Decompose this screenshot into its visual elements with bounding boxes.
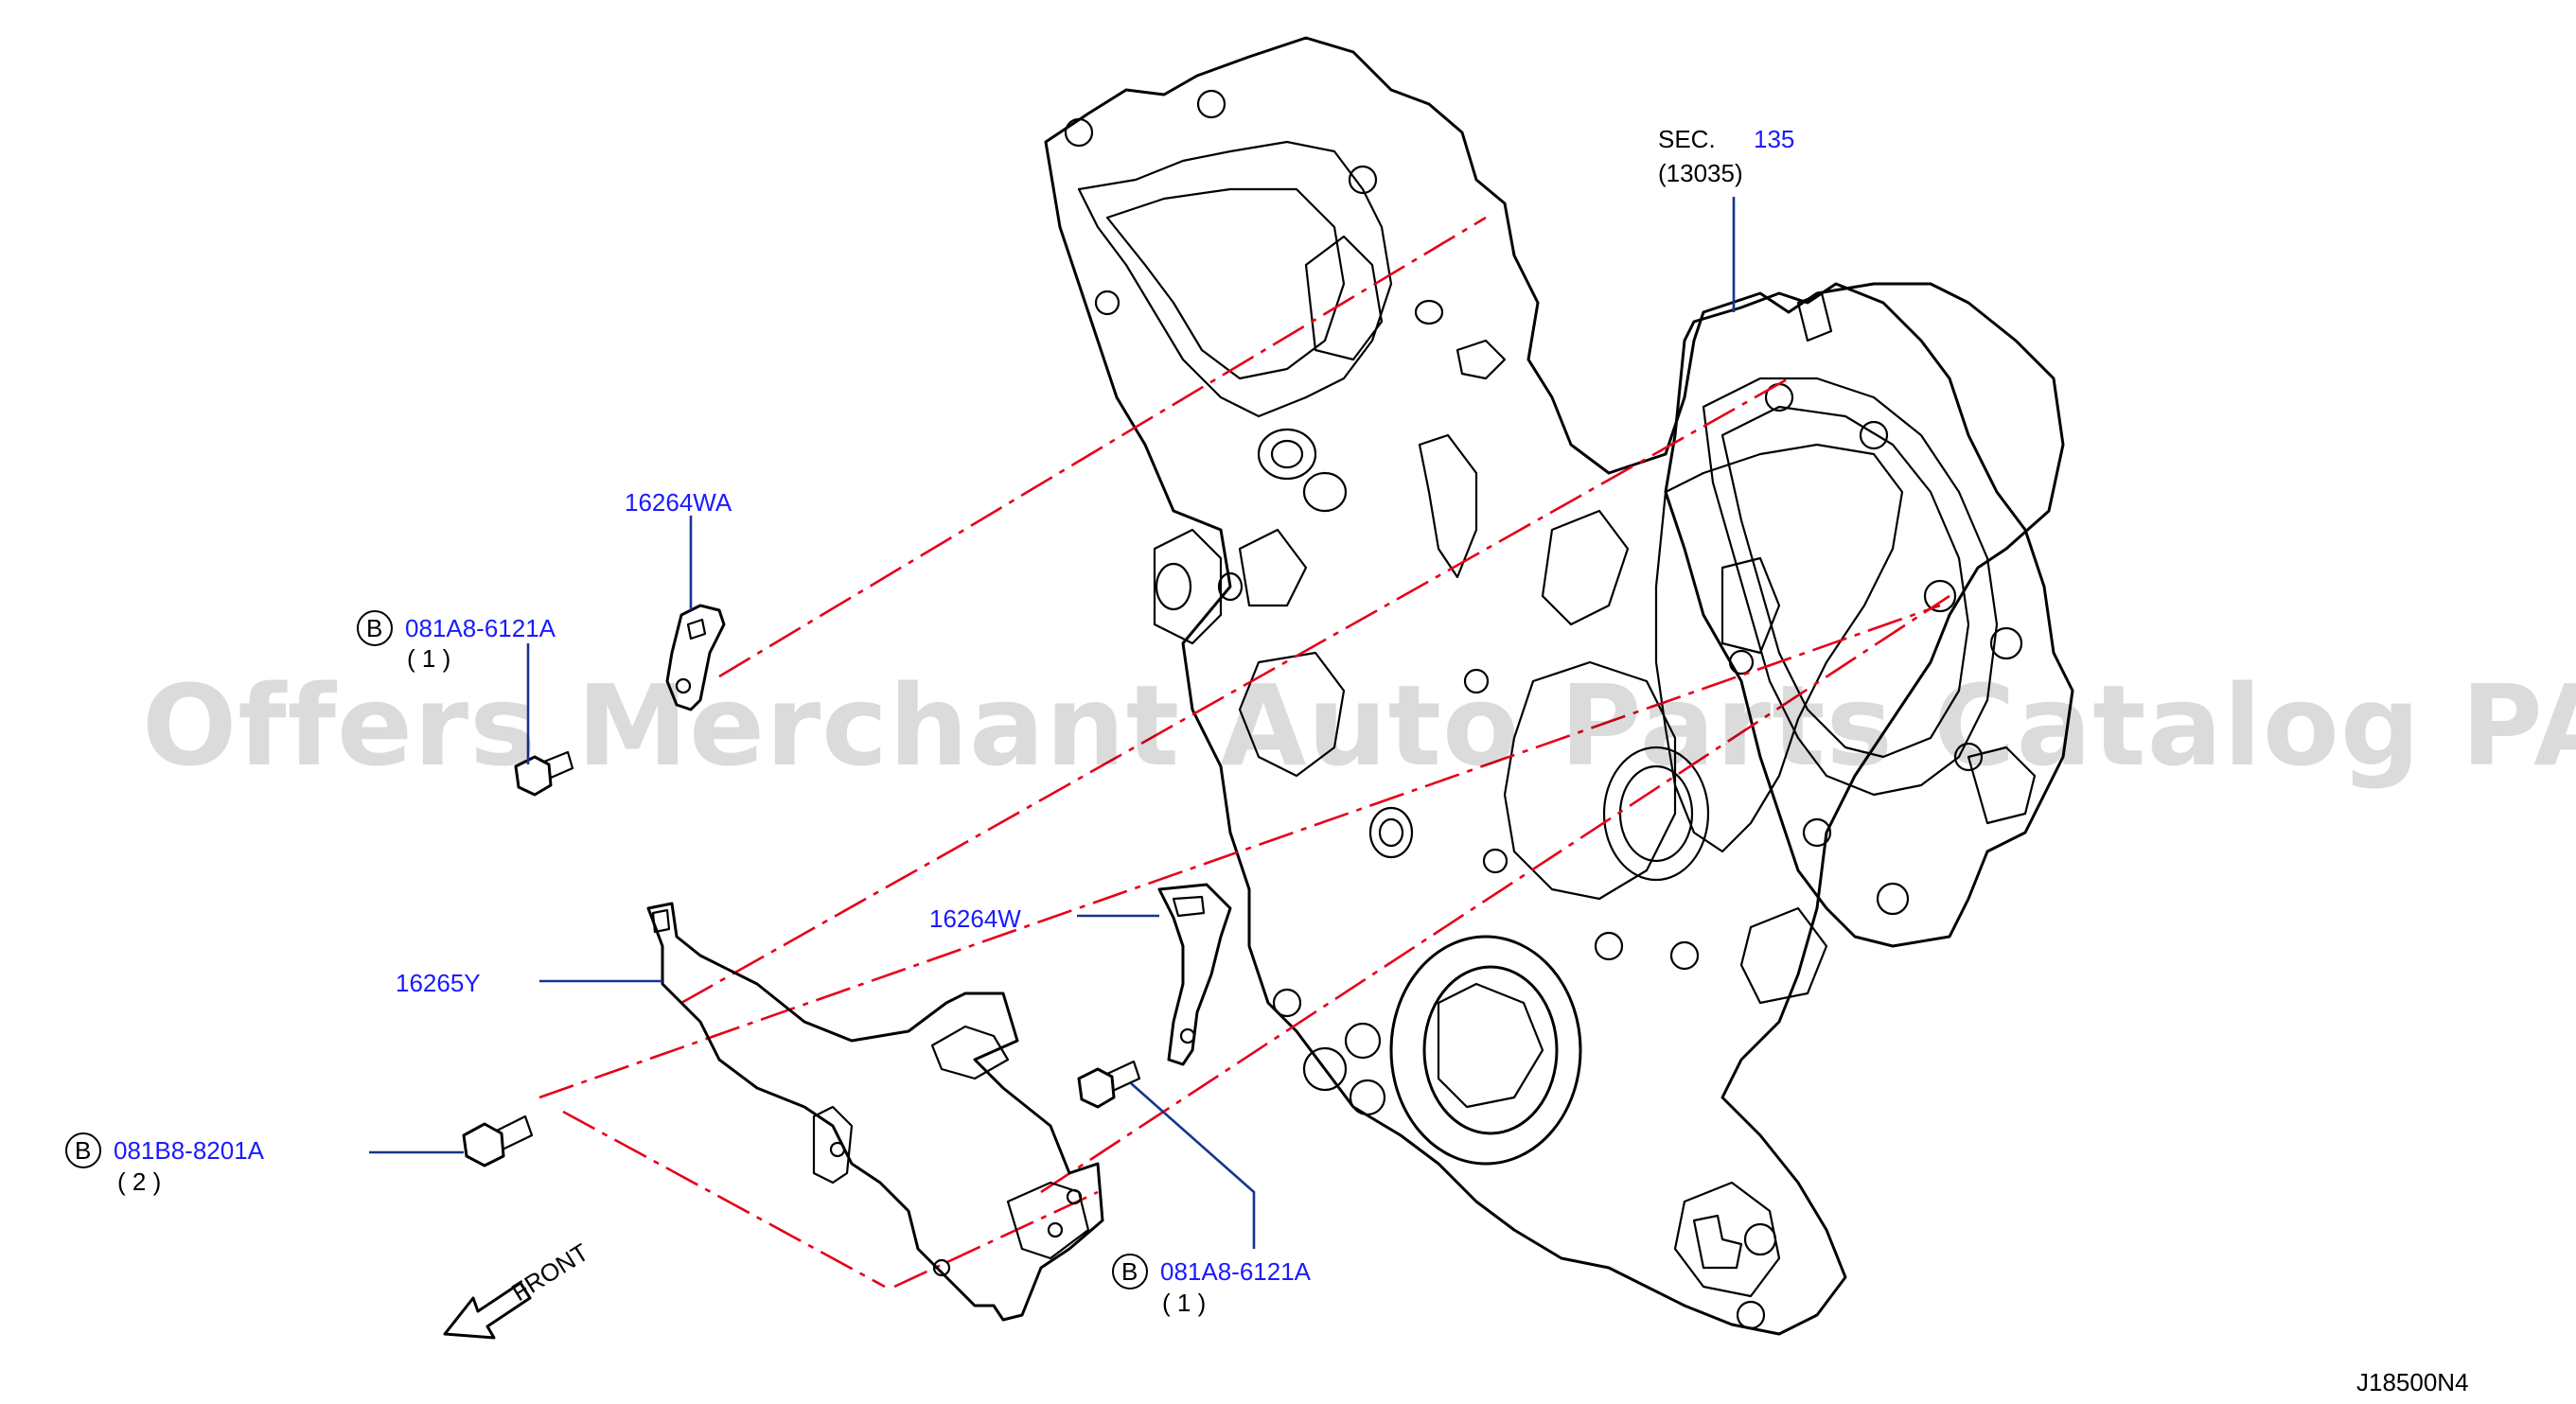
rear-cover-casting (1664, 282, 2074, 948)
bolt-bottom-qty-label: ( 1 ) (1162, 1289, 1206, 1317)
bolt-left-qty-label: ( 2 ) (117, 1167, 161, 1196)
leader-lines (369, 197, 1736, 1249)
sec-number-link[interactable]: 135 (1754, 125, 1794, 153)
part-16265y-label[interactable]: 16265Y (396, 969, 481, 997)
bolt-top-code-label[interactable]: 081A8-6121A (405, 614, 556, 642)
front-label: FRONT (506, 1237, 593, 1307)
bracket-16264w (1157, 883, 1232, 1066)
part-16264wa-label[interactable]: 16264WA (625, 488, 732, 517)
bolt-marker-top-letter: B (366, 614, 382, 642)
sec-prefix-label: SEC. (1658, 125, 1716, 153)
bolt-top-qty-label: ( 1 ) (407, 644, 450, 673)
alignment-chain-lines (538, 216, 1950, 1289)
bolt-left-code-label[interactable]: 081B8-8201A (114, 1136, 265, 1165)
labels: SEC. 135 (13035) 16264WA B 081A8-6121A (… (65, 125, 2469, 1396)
bolt-081a8-6121a-bottom (1077, 1060, 1141, 1109)
bolt-marker-top (357, 610, 393, 646)
sec-sub-label: (13035) (1658, 159, 1743, 187)
bolt-marker-left-letter: B (75, 1136, 91, 1165)
front-cover-casting (1044, 36, 2065, 1336)
bolt-marker-bottom-letter: B (1121, 1257, 1138, 1286)
bracket-16264wa (665, 604, 726, 711)
front-direction-indicator: FRONT (443, 1237, 593, 1340)
bracket-16265y (646, 902, 1104, 1322)
bolt-marker-left (65, 1132, 101, 1168)
bolt-081b8-8201a (462, 1114, 534, 1167)
bolt-marker-bottom (1112, 1254, 1148, 1290)
bolt-081a8-6121a-top (514, 750, 574, 797)
diagram-id-label: J18500N4 (2356, 1368, 2469, 1396)
watermark-text: Offers Merchant Auto Parts Catalog PARTS… (142, 660, 2576, 791)
part-16264w-label[interactable]: 16264W (929, 904, 1021, 933)
bolt-bottom-code-label[interactable]: 081A8-6121A (1160, 1257, 1312, 1286)
